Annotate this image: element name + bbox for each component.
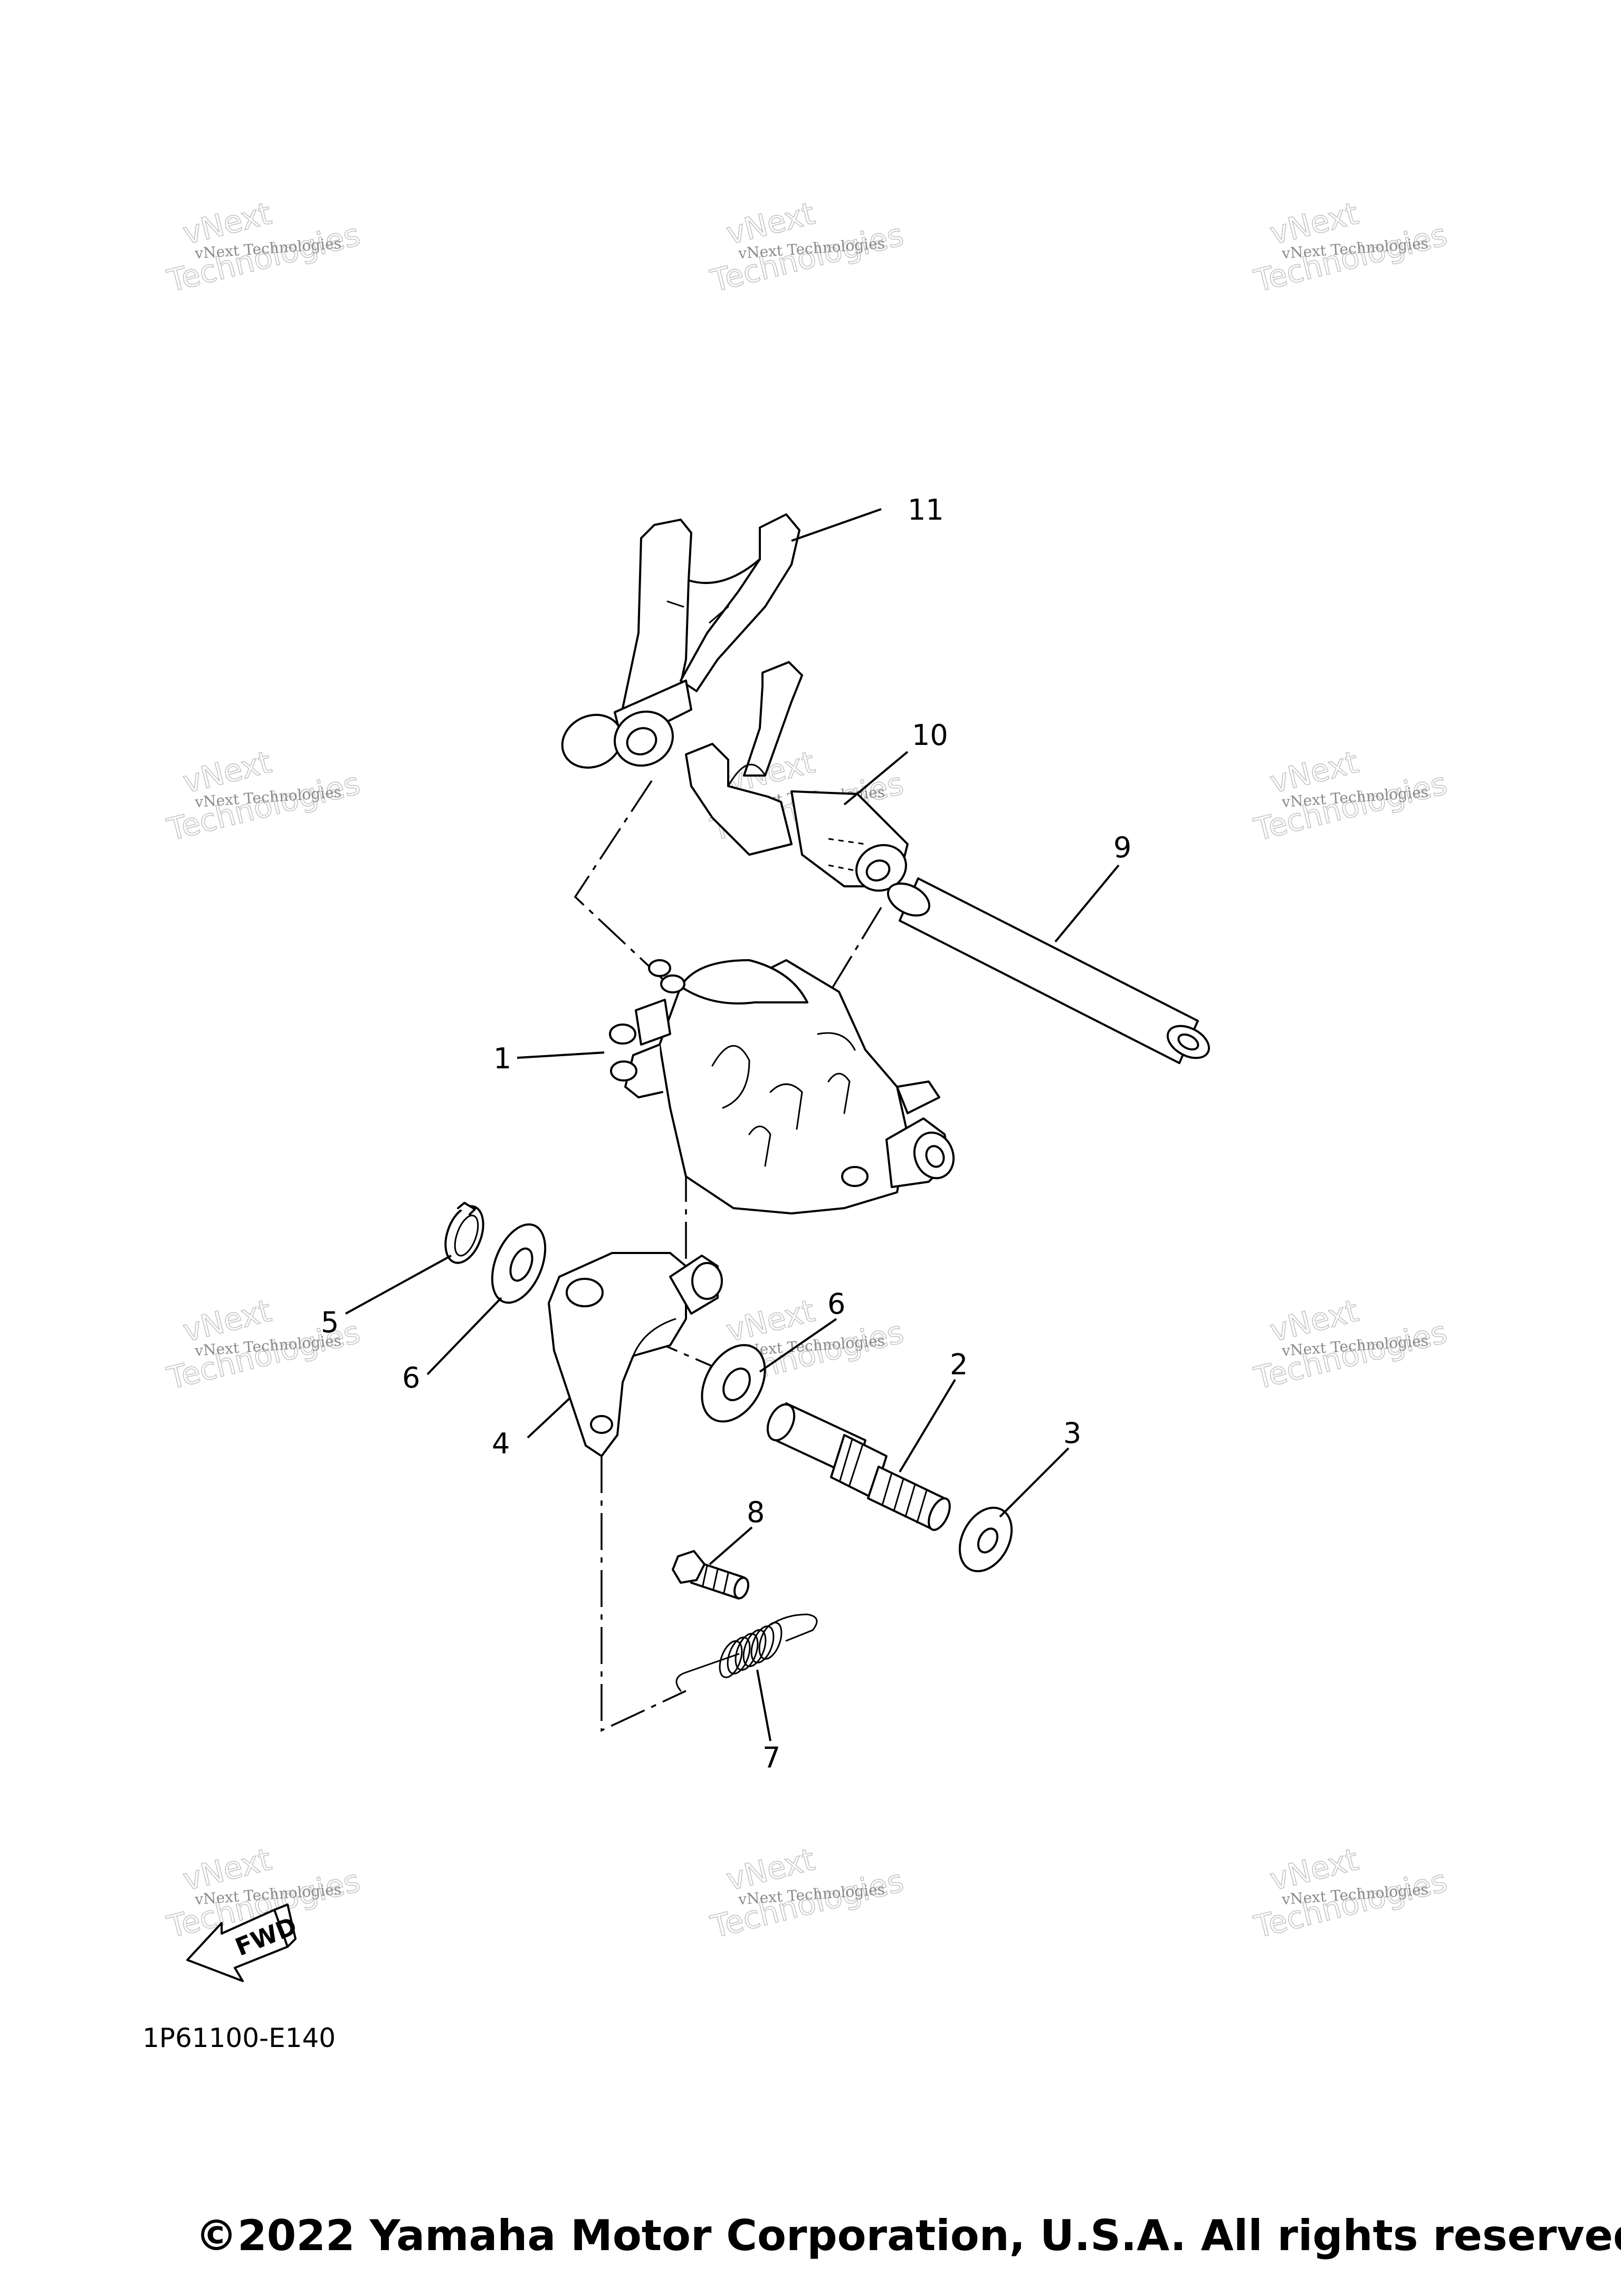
callout-8: 8 (747, 1496, 765, 1529)
callout-6-right: 6 (827, 1287, 845, 1321)
watermark-stamp: vNext Technologies vNext Technologies (1250, 195, 1451, 300)
bolt-8 (672, 1550, 749, 1600)
callout-7: 7 (762, 1741, 780, 1774)
leader-line (843, 751, 909, 806)
leader-line (1054, 864, 1120, 943)
callout-3: 3 (1063, 1417, 1081, 1450)
callout-5: 5 (321, 1306, 339, 1339)
callout-2: 2 (950, 1348, 968, 1381)
copyright-text: ©2022 Yamaha Motor Corporation, U.S.A. A… (195, 2211, 1621, 2260)
washer-6-left (491, 1223, 547, 1304)
torsion-spring-7 (675, 1613, 818, 1692)
shift-fork-11 (561, 513, 800, 769)
callout-6-left: 6 (402, 1361, 420, 1394)
circlip-5 (444, 1202, 484, 1264)
callout-4: 4 (492, 1427, 510, 1460)
watermark-stamp: vNext Technologies vNext Technologies (707, 195, 908, 300)
callout-10: 10 (912, 719, 948, 752)
shift-drum-1 (609, 959, 955, 1214)
stopper-bolt-2 (766, 1402, 951, 1531)
diagram-code: 1P61100-E140 (142, 2023, 336, 2053)
lever-spring-center-line (600, 1456, 686, 1732)
callout-9: 9 (1113, 831, 1131, 864)
watermark-stamp: vNext Technologies vNext Technologies (163, 743, 364, 848)
leader-line (756, 1669, 771, 1742)
shift-fork-shaft-9 (886, 877, 1210, 1064)
leader-line (517, 1051, 605, 1059)
watermark-stamp: vNext Technologies vNext Technologies (707, 1841, 908, 1946)
leader-line (345, 1255, 452, 1315)
callout-11: 11 (908, 493, 944, 527)
watermark-stamp: vNext Technologies vNext Technologies (1250, 743, 1451, 848)
watermark-stamp: vNext Technologies vNext Technologies (1250, 1292, 1451, 1397)
callout-numbers: 11 10 9 1 5 6 4 6 2 3 8 7 (321, 493, 1131, 1774)
watermark-stamp: vNext Technologies vNext Technologies (163, 195, 364, 300)
leader-line (759, 1318, 837, 1373)
leader-line (709, 1526, 753, 1565)
callout-1: 1 (493, 1042, 511, 1075)
watermark-stamp: vNext Technologies vNext Technologies (1250, 1841, 1451, 1946)
stopper-lever-4 (548, 1252, 723, 1457)
leader-line (527, 1397, 571, 1439)
leader-line (426, 1297, 502, 1375)
leader-lines (345, 508, 1120, 1742)
washer-6-right (701, 1344, 766, 1423)
washer-3 (958, 1506, 1013, 1573)
leader-line (791, 508, 882, 542)
fwd-arrow-icon: FWD (186, 1903, 301, 1982)
leader-line (899, 1379, 956, 1473)
leader-line (999, 1447, 1070, 1518)
